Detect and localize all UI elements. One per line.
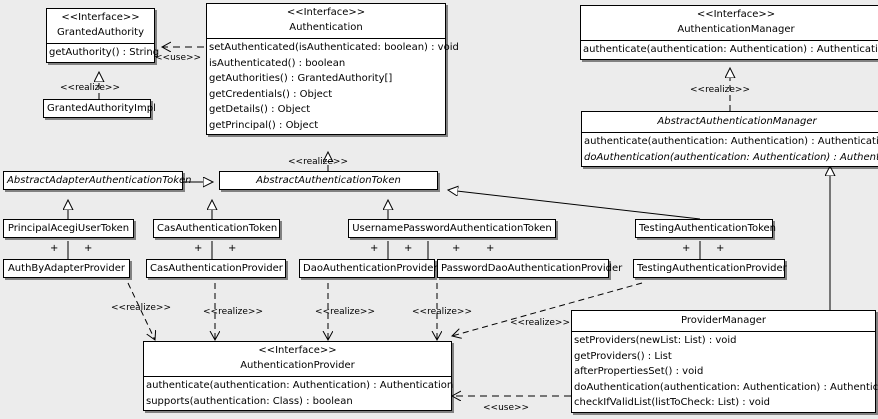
assoc-marker-plus: + — [84, 243, 93, 254]
class-name-label: AuthByAdapterProvider — [7, 263, 126, 274]
class-granted-authority-operations: getAuthority() : String — [47, 43, 160, 62]
class-auth-by-adapter-provider[interactable]: AuthByAdapterProvider — [3, 259, 130, 278]
class-username-password-authentication-token[interactable]: UsernamePasswordAuthenticationToken — [348, 219, 556, 238]
class-name-label: TestingAuthenticationProvider — [637, 263, 787, 274]
operation-item: getAuthority() : String — [49, 47, 160, 58]
class-cas-authentication-provider[interactable]: CasAuthenticationProvider — [146, 259, 286, 278]
operation-item: isAuthenticated() : boolean — [209, 57, 346, 69]
operation-item: getCredentials() : Object — [209, 88, 333, 100]
edge-label-realize-testingauthenticationprovider: <<realize>> — [510, 318, 570, 328]
class-name-label: GrantedAuthorityImpl — [47, 103, 156, 114]
class-granted-authority-impl[interactable]: GrantedAuthorityImpl — [43, 99, 156, 118]
class-abstract-authentication-manager-operations: authenticate(authentication: Authenticat… — [582, 132, 878, 166]
operation-item: authenticate(authentication: Authenticat… — [146, 380, 454, 391]
class-abstract-authentication-token[interactable]: AbstractAuthenticationToken — [219, 171, 438, 190]
assoc-marker-plus: + — [50, 243, 59, 254]
stereotype-label: <<Interface>> — [61, 12, 140, 23]
operation-item: getDetails() : Object — [209, 104, 311, 115]
class-provider-manager-header: ProviderManager — [572, 311, 875, 331]
assoc-marker-plus: + — [404, 243, 413, 254]
operation-item: doAuthentication(authentication: Authent… — [574, 381, 878, 393]
class-authentication-manager-operations: authenticate(authentication: Authenticat… — [581, 40, 878, 59]
class-authentication-provider-header: <<Interface>> AuthenticationProvider — [144, 342, 451, 376]
operation-item: doAuthentication(authentication: Authent… — [584, 151, 878, 163]
assoc-marker-plus: + — [370, 243, 379, 254]
class-authentication-operations: setAuthenticated(isAuthenticated: boolea… — [207, 38, 459, 134]
class-abstract-authentication-manager-header: AbstractAuthenticationManager — [582, 112, 878, 132]
class-authentication-provider[interactable]: <<Interface>> AuthenticationProvider aut… — [143, 341, 454, 411]
operation-item: supports(authentication: Class) : boolea… — [146, 395, 353, 407]
class-dao-authentication-provider[interactable]: DaoAuthenticationProvider — [299, 259, 438, 278]
stereotype-label: <<Interface>> — [286, 7, 366, 18]
class-name-label: DaoAuthenticationProvider — [303, 263, 438, 274]
stereotype-label: <<Interface>> — [696, 9, 776, 20]
edge-label-realize-passworddaoauthenticationprovider: <<realize>> — [412, 307, 472, 317]
edge-label-use-providermanager: <<use>> — [483, 403, 530, 413]
operation-item: authenticate(authentication: Authenticat… — [584, 136, 878, 147]
operation-item: getProviders() : List — [574, 350, 672, 362]
class-authentication-manager[interactable]: <<Interface>> AuthenticationManager auth… — [580, 5, 878, 60]
operation-item: getPrincipal() : Object — [209, 119, 319, 131]
operation-item: checkIfValidList(listToCheck: List) : vo… — [574, 397, 771, 408]
class-granted-authority-header: <<Interface>> GrantedAuthority — [47, 9, 154, 43]
edge-testingauthenticationtoken-extends-abstractauthenticationtoken — [448, 190, 701, 220]
operation-item: afterPropertiesSet() : void — [574, 366, 704, 377]
operation-item: setProviders(newList: List) : void — [574, 335, 737, 346]
class-name-label: AbstractAdapterAuthenticationToken — [7, 175, 192, 186]
class-name-label: AbstractAuthenticationManager — [657, 116, 817, 127]
edge-label-realize-daoauthenticationprovider: <<realize>> — [315, 307, 375, 317]
edge-label-realize-authbyadapterprovider: <<realize>> — [111, 303, 171, 313]
edge-label-realize-abstractauthenticationtoken: <<realize>> — [288, 157, 348, 167]
class-name-label: TestingAuthenticationToken — [639, 223, 777, 234]
class-name-label: AuthenticationManager — [677, 24, 795, 35]
class-authentication-provider-operations: authenticate(authentication: Authenticat… — [144, 376, 454, 410]
assoc-marker-plus: + — [682, 243, 691, 254]
class-authentication-manager-header: <<Interface>> AuthenticationManager — [581, 6, 878, 40]
assoc-marker-plus: + — [486, 243, 495, 254]
class-testing-authentication-provider[interactable]: TestingAuthenticationProvider — [633, 259, 787, 278]
class-name-label: PasswordDaoAuthenticationProvider — [441, 263, 623, 274]
class-name-label: PrincipalAcegiUserToken — [7, 223, 130, 234]
operation-item: getAuthorities() : GrantedAuthority[] — [209, 73, 393, 84]
edge-label-use-authentication-grantedauthority: <<use>> — [155, 53, 202, 63]
class-name-label: ProviderManager — [680, 315, 766, 326]
class-testing-authentication-token[interactable]: TestingAuthenticationToken — [635, 219, 777, 238]
operation-item: authenticate(authentication: Authenticat… — [583, 44, 878, 55]
edge-label-realize-casauthenticationprovider: <<realize>> — [203, 307, 263, 317]
assoc-marker-plus: + — [716, 243, 725, 254]
class-abstract-authentication-manager[interactable]: AbstractAuthenticationManager authentica… — [581, 111, 878, 167]
class-authentication[interactable]: <<Interface>> Authentication setAuthenti… — [206, 3, 459, 135]
class-name-label: GrantedAuthority — [56, 27, 145, 38]
class-name-label: CasAuthenticationProvider — [150, 263, 283, 274]
class-principal-acegi-user-token[interactable]: PrincipalAcegiUserToken — [3, 219, 134, 238]
class-name-label: CasAuthenticationToken — [157, 223, 278, 234]
class-name-label: AuthenticationProvider — [240, 360, 355, 371]
edge-label-realize-abstractauthenticationmanager: <<realize>> — [690, 85, 750, 95]
class-provider-manager[interactable]: ProviderManager setProviders(newList: Li… — [571, 310, 878, 413]
assoc-marker-plus: + — [452, 243, 461, 254]
class-name-label: UsernamePasswordAuthenticationToken — [352, 223, 552, 234]
edge-label-realize-grantedauthorityimpl: <<realize>> — [60, 83, 120, 93]
operation-item: setAuthenticated(isAuthenticated: boolea… — [209, 42, 459, 53]
class-granted-authority[interactable]: <<Interface>> GrantedAuthority getAuthor… — [46, 8, 160, 63]
class-cas-authentication-token[interactable]: CasAuthenticationToken — [153, 219, 280, 238]
assoc-marker-plus: + — [194, 243, 203, 254]
class-password-dao-authentication-provider[interactable]: PasswordDaoAuthenticationProvider — [437, 259, 623, 278]
stereotype-label: <<Interface>> — [258, 345, 337, 356]
class-name-label: AbstractAuthenticationToken — [256, 175, 401, 186]
assoc-marker-plus: + — [228, 243, 237, 254]
class-abstract-adapter-authentication-token[interactable]: AbstractAdapterAuthenticationToken — [3, 171, 192, 190]
class-provider-manager-operations: setProviders(newList: List) : void getPr… — [572, 331, 878, 412]
class-authentication-header: <<Interface>> Authentication — [207, 4, 445, 38]
class-name-label: Authentication — [289, 22, 363, 33]
